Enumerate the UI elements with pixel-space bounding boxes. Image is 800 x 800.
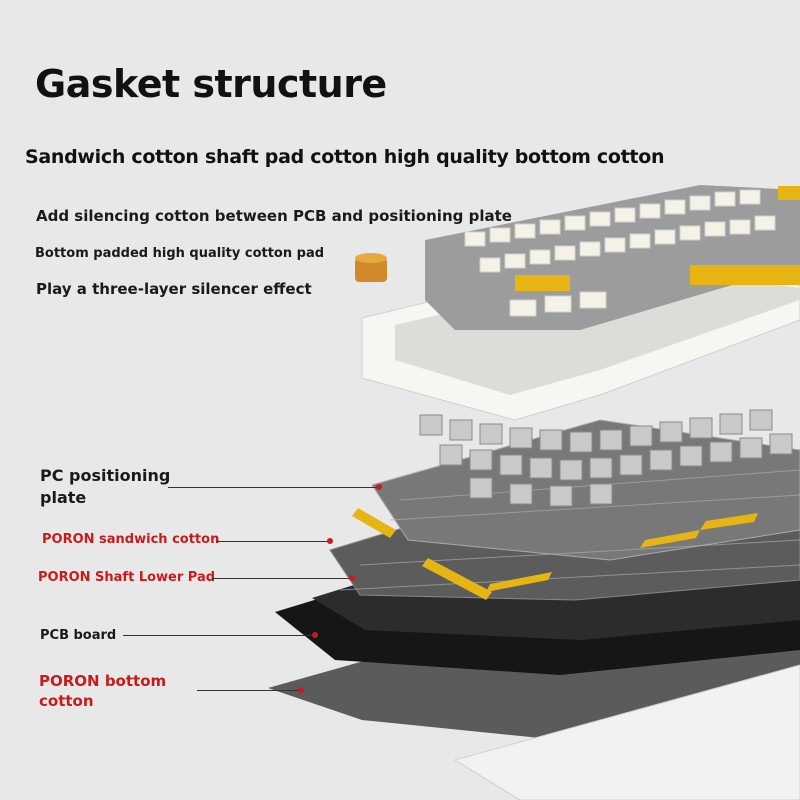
label-line: plate	[40, 487, 87, 507]
leader-line	[123, 635, 313, 636]
bottom-case-layer	[453, 664, 800, 800]
label-pcb-board: PCB board	[40, 628, 117, 643]
marker-dot	[312, 632, 318, 638]
leader-line	[197, 690, 299, 691]
keycap-set	[425, 185, 800, 330]
leader-line	[168, 487, 378, 488]
label-line: PC positioning	[40, 466, 171, 485]
top-case-inner	[395, 268, 800, 395]
switch-array	[419, 409, 793, 507]
page-title: Gasket structure	[35, 62, 387, 106]
feature-three-layer: Play a three-layer silencer effect	[36, 280, 312, 298]
knob-icon	[355, 258, 387, 282]
leader-line	[212, 578, 350, 579]
feature-bottom-pad: Bottom padded high quality cotton pad	[35, 246, 325, 261]
feature-silencing-cotton: Add silencing cotton between PCB and pos…	[36, 207, 512, 225]
label-line: cotton	[39, 692, 94, 711]
label-poron-shaft-lower-pad: PORON Shaft Lower Pad	[38, 570, 216, 585]
label-pc-positioning-plate: PC positioning plate	[40, 465, 170, 508]
gasket-pads	[352, 508, 758, 600]
marker-dot	[298, 687, 304, 693]
label-poron-bottom-cotton: PORON bottom cotton	[39, 671, 166, 712]
leader-line	[216, 541, 328, 542]
marker-dot	[327, 538, 333, 544]
label-poron-sandwich-cotton: PORON sandwich cotton	[42, 532, 220, 547]
marker-dot	[349, 575, 355, 581]
page-subtitle: Sandwich cotton shaft pad cotton high qu…	[25, 146, 665, 168]
label-line: PORON bottom	[39, 672, 167, 690]
marker-dot	[376, 484, 382, 490]
